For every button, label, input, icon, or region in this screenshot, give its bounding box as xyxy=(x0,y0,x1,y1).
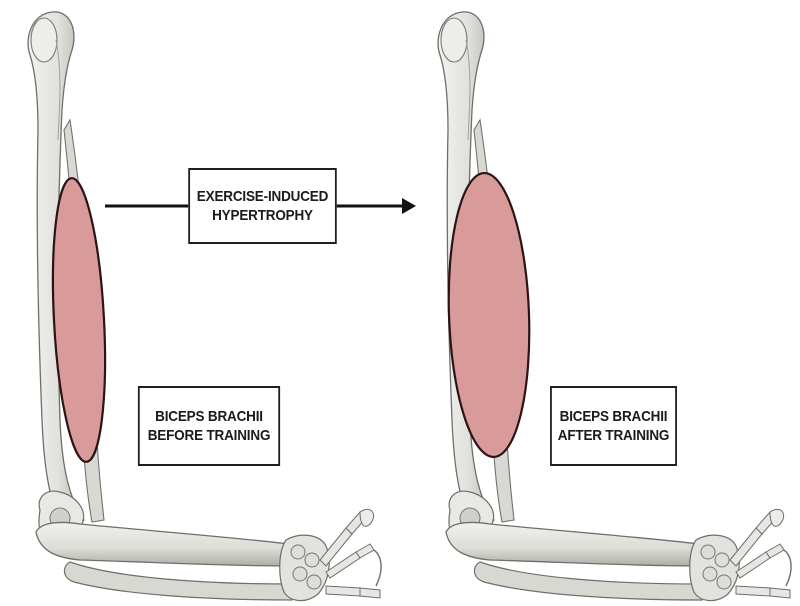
after-label-line2: AFTER TRAINING xyxy=(558,426,669,445)
process-label: EXERCISE-INDUCED HYPERTROPHY xyxy=(188,168,337,244)
process-label-line1: EXERCISE-INDUCED xyxy=(197,187,328,206)
before-label: BICEPS BRACHII BEFORE TRAINING xyxy=(138,386,280,466)
process-label-line2: HYPERTROPHY xyxy=(212,206,313,225)
before-label-line1: BICEPS BRACHII xyxy=(155,407,263,426)
after-label: BICEPS BRACHII AFTER TRAINING xyxy=(550,386,677,466)
before-label-line2: BEFORE TRAINING xyxy=(148,426,271,445)
after-label-line1: BICEPS BRACHII xyxy=(560,407,668,426)
arm-before xyxy=(28,12,381,601)
arm-after xyxy=(438,12,791,601)
arrow-head xyxy=(402,198,416,214)
